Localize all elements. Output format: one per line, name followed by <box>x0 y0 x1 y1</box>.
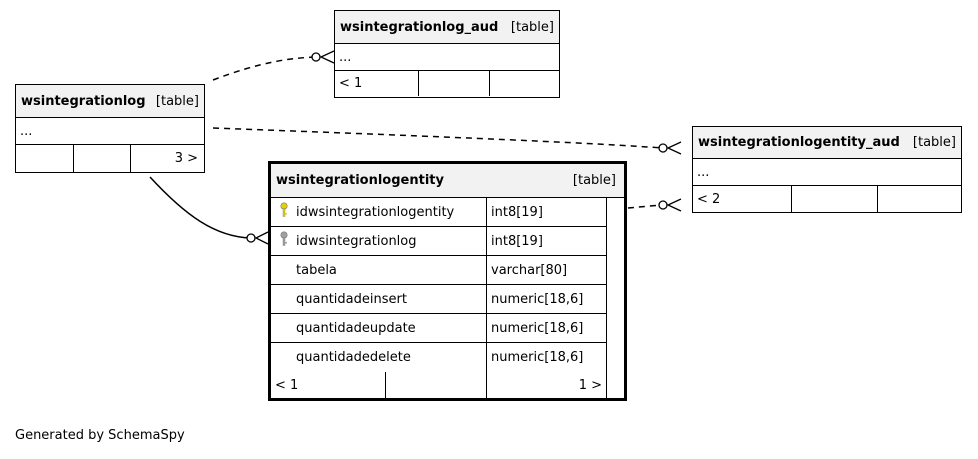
footer-cell-middle <box>419 71 490 96</box>
column-row[interactable]: idwsintegrationlogentity int8[19] <box>271 198 607 227</box>
link-log-to-entity <box>149 176 252 239</box>
footer-cell-children[interactable]: 3 > <box>174 151 198 166</box>
column-type: numeric[18,6] <box>491 350 584 365</box>
column-name: idwsintegrationlog <box>296 233 417 249</box>
footer-cell-middle <box>74 145 131 172</box>
link-entity-aud-crow-2 <box>666 198 682 212</box>
table-name: wsintegrationlog_aud <box>340 19 499 35</box>
link-entity-aud-circle-1 <box>658 143 668 153</box>
footer-cell-children[interactable] <box>490 71 559 96</box>
generated-by-text: Generated by SchemaSpy <box>15 428 185 443</box>
column-name: tabela <box>296 262 337 278</box>
table-header: wsintegrationlog [table] <box>16 85 204 118</box>
column-name-cell: quantidadeinsert <box>271 285 487 313</box>
table-name: wsintegrationlog <box>21 93 146 109</box>
footer-cell-parents <box>16 145 74 172</box>
column-name: quantidadeupdate <box>296 320 416 336</box>
table-wsintegrationlogentity-aud[interactable]: wsintegrationlogentity_aud [table] ... <… <box>692 126 962 213</box>
table-wsintegrationlog[interactable]: wsintegrationlog [table] ... 3 > <box>15 84 205 173</box>
table-type: [table] <box>510 19 554 35</box>
primary-key-icon <box>279 202 293 222</box>
link-log-aud-crow <box>319 50 335 64</box>
column-type: numeric[18,6] <box>491 291 584 307</box>
footer-cell-parents[interactable]: < 2 <box>693 186 792 212</box>
column-type: numeric[18,6] <box>491 320 584 336</box>
column-row[interactable]: quantidadeupdate numeric[18,6] <box>271 314 607 343</box>
column-type: int8[19] <box>491 233 543 249</box>
table-footer: < 1 1 > <box>271 372 607 398</box>
column-name: idwsintegrationlogentity <box>296 204 455 220</box>
column-type: varchar[80] <box>491 262 568 278</box>
column-name-cell: quantidadeupdate <box>271 314 487 342</box>
column-type: int8[19] <box>491 204 543 220</box>
footer-cell-parents[interactable]: < 1 <box>271 372 386 398</box>
ellipsis-text: ... <box>339 49 352 65</box>
footer-cell-middle <box>386 372 487 398</box>
link-log-to-log-aud <box>212 56 317 81</box>
ellipsis-text: ... <box>20 123 33 139</box>
table-name: wsintegrationlogentity <box>276 173 444 188</box>
table-type: [table] <box>155 93 199 109</box>
footer-cell-middle <box>792 186 878 212</box>
table-footer: 3 > <box>16 145 204 172</box>
column-name-cell: idwsintegrationlogentity <box>271 198 487 226</box>
table-header: wsintegrationlog_aud [table] <box>335 11 559 44</box>
table-wsintegrationlog-aud[interactable]: wsintegrationlog_aud [table] ... < 1 <box>334 10 560 98</box>
table-type: [table] <box>912 135 956 150</box>
column-row[interactable]: quantidadeinsert numeric[18,6] <box>271 285 607 314</box>
table-ellipsis-row: ... <box>693 159 961 186</box>
table-ellipsis-row: ... <box>335 44 559 71</box>
footer-cell-children <box>878 186 961 212</box>
column-row[interactable]: tabela varchar[80] <box>271 256 607 285</box>
footer-cell-children[interactable]: 1 > <box>578 377 602 393</box>
table-type: [table] <box>572 173 616 188</box>
column-name-cell: idwsintegrationlog <box>271 227 487 255</box>
link-entity-aud-circle-2 <box>658 200 668 210</box>
link-entity-crow <box>254 231 269 245</box>
footer-cell-parents[interactable]: < 1 <box>335 71 419 96</box>
link-entity-circle <box>246 233 256 243</box>
column-name-cell: tabela <box>271 256 487 284</box>
table-header: wsintegrationlogentity_aud [table] <box>693 127 961 159</box>
ellipsis-text: ... <box>697 164 710 180</box>
column-row[interactable]: idwsintegrationlog int8[19] <box>271 227 607 256</box>
link-log-aud-circle <box>311 52 321 62</box>
link-entity-aud-crow-1 <box>666 141 682 155</box>
column-name: quantidadeinsert <box>296 291 407 307</box>
column-row[interactable]: quantidadedelete numeric[18,6] <box>271 343 607 372</box>
link-log-to-entity-aud <box>212 127 664 149</box>
table-wsintegrationlogentity[interactable]: wsintegrationlogentity [table] idwsinteg… <box>268 161 627 401</box>
table-header: wsintegrationlogentity [table] <box>271 164 624 198</box>
table-ellipsis-row: ... <box>16 118 204 145</box>
table-name: wsintegrationlogentity_aud <box>698 135 900 150</box>
column-name-cell: quantidadedelete <box>271 343 487 372</box>
foreign-key-icon <box>279 231 293 251</box>
column-name: quantidadedelete <box>296 350 411 365</box>
table-footer: < 1 <box>335 71 559 96</box>
table-footer: < 2 <box>693 186 961 212</box>
